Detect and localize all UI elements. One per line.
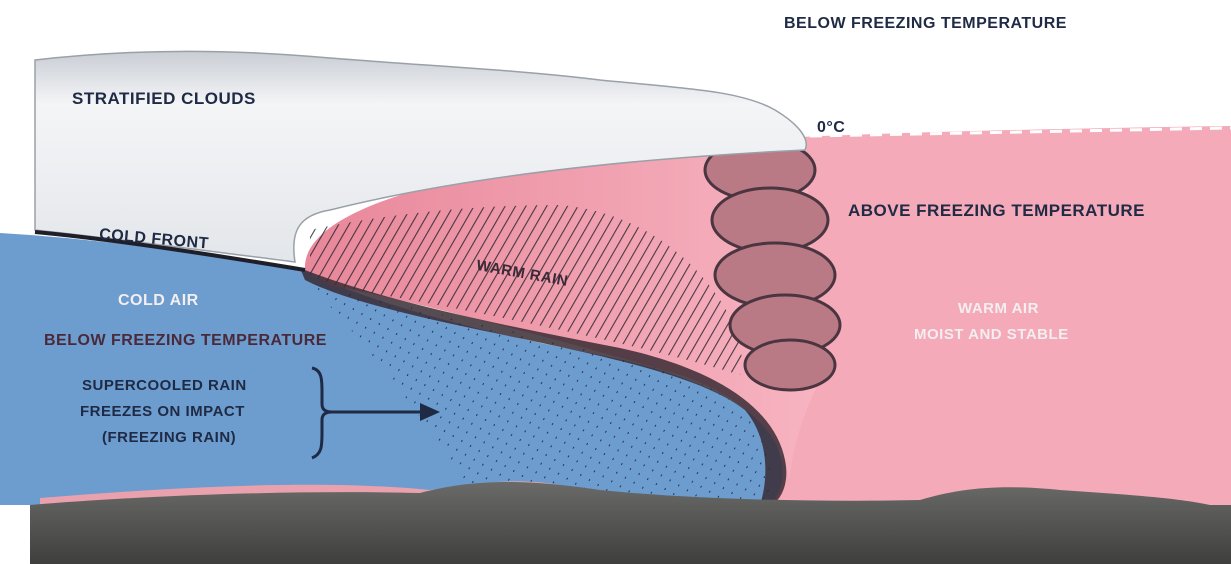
supercooled-line2: FREEZES ON IMPACT — [80, 403, 245, 420]
freezing-level-label: 0°C — [817, 119, 845, 137]
below-freezing-top-label: BELOW FREEZING TEMPERATURE — [784, 15, 1067, 33]
warm-air-label: WARM AIR — [958, 300, 1039, 317]
moist-and-stable-label: MOIST AND STABLE — [914, 326, 1069, 343]
below-freezing-cold-label: BELOW FREEZING TEMPERATURE — [44, 332, 327, 350]
cold-air-label: COLD AIR — [118, 292, 199, 310]
supercooled-line1: SUPERCOOLED RAIN — [82, 377, 247, 394]
stratified-clouds-label: STRATIFIED CLOUDS — [72, 89, 256, 109]
supercooled-line3: (FREEZING RAIN) — [102, 429, 236, 446]
above-freezing-label: ABOVE FREEZING TEMPERATURE — [848, 201, 1145, 221]
